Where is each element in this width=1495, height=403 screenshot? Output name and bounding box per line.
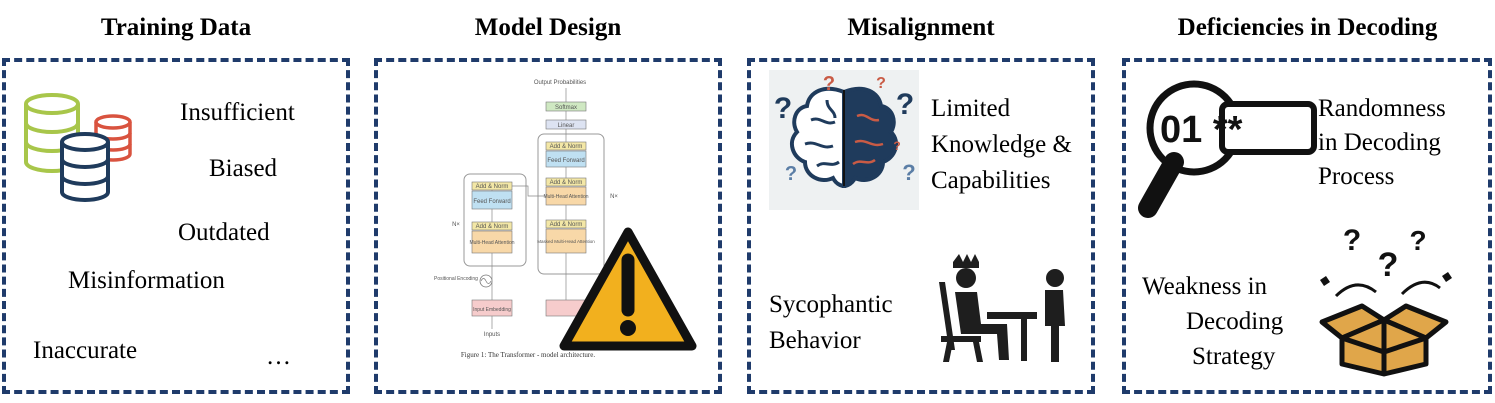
brain-icon: ? ? ? ? ? ? ? <box>769 70 919 210</box>
enc-nx-label: N× <box>452 222 460 228</box>
item-ellipsis: … <box>266 343 291 370</box>
sycophantic-line-2: Behavior <box>769 327 861 354</box>
item-outdated: Outdated <box>178 219 270 246</box>
panel-title-decoding: Deficiencies in Decoding <box>1177 14 1438 41</box>
item-insufficient: Insufficient <box>180 99 295 126</box>
panel-decoding: 01 ** Randomness in Decoding Process Wea… <box>1122 58 1492 394</box>
dec-masked-multi-head: Masked Multi-Head Attention <box>537 239 595 244</box>
dec-add-norm-3: Add & Norm <box>550 144 583 150</box>
dec-add-norm-1: Add & Norm <box>550 222 583 228</box>
svg-text:?: ? <box>823 73 835 95</box>
code-text: 01 ** <box>1160 109 1243 151</box>
dec-multi-head: Multi-Head Attention <box>543 194 588 200</box>
input-embedding-label: Input Embedding <box>473 307 511 313</box>
weakness-line-1: Weakness in <box>1142 273 1268 300</box>
enc-add-norm-1: Add & Norm <box>476 224 509 230</box>
sycophantic-line-1: Sycophantic <box>769 291 893 318</box>
dec-feed-forward: Feed Forward <box>547 158 584 164</box>
dec-nx-label: N× <box>610 194 618 200</box>
linear-label: Linear <box>558 123 575 129</box>
randomness-line-3: Process <box>1318 163 1395 190</box>
svg-text:?: ? <box>902 160 915 185</box>
enc-multi-head: Multi-Head Attention <box>469 240 514 246</box>
output-probabilities-label: Output Probabilities <box>534 80 586 86</box>
panel-training-data: Insufficient Biased Outdated Misinformat… <box>2 58 350 394</box>
svg-text:?: ? <box>1378 246 1399 284</box>
svg-text:?: ? <box>785 163 797 185</box>
positional-encoding-label: Positional Encoding <box>434 276 478 282</box>
item-inaccurate: Inaccurate <box>33 337 138 364</box>
svg-text:?: ? <box>774 92 792 125</box>
randomness-line-1: Randomness <box>1318 95 1446 122</box>
limited-knowledge-line-1: Limited <box>931 95 1011 122</box>
softmax-label: Softmax <box>555 105 577 111</box>
weakness-line-3: Strategy <box>1192 343 1276 370</box>
svg-text:?: ? <box>1343 224 1361 257</box>
dec-add-norm-2: Add & Norm <box>550 180 583 186</box>
panel-title-model-design: Model Design <box>474 14 622 41</box>
sycophancy-icon <box>939 254 1065 362</box>
panel-title-misalignment: Misalignment <box>847 14 995 41</box>
limited-knowledge-line-3: Capabilities <box>931 167 1051 194</box>
database-icon <box>24 93 132 202</box>
randomness-line-2: in Decoding <box>1318 129 1441 156</box>
limited-knowledge-line-2: Knowledge & <box>931 131 1072 158</box>
svg-text:?: ? <box>876 75 886 92</box>
panel-model-design: Output Probabilities Softmax Linear Add … <box>374 58 722 394</box>
inputs-label: Inputs <box>484 332 500 338</box>
panel-title-training-data: Training Data <box>100 14 252 41</box>
panel-misalignment: ? ? ? ? ? ? ? Limited Knowledge & Capabi… <box>747 58 1095 394</box>
item-misinformation: Misinformation <box>68 267 225 294</box>
mystery-box-icon: ? ? ? <box>1319 224 1452 377</box>
enc-add-norm-2: Add & Norm <box>476 184 509 190</box>
magnifier-code-icon: 01 ** <box>1138 80 1317 218</box>
item-biased: Biased <box>209 155 278 182</box>
weakness-line-2: Decoding <box>1186 308 1284 335</box>
svg-text:?: ? <box>893 139 900 153</box>
svg-text:?: ? <box>896 88 914 121</box>
svg-text:?: ? <box>1409 225 1426 256</box>
figure-caption: Figure 1: The Transformer - model archit… <box>461 351 595 359</box>
warning-icon <box>559 227 697 351</box>
transformer-architecture-diagram: Output Probabilities Softmax Linear Add … <box>434 80 618 359</box>
enc-feed-forward: Feed Forward <box>473 199 510 205</box>
